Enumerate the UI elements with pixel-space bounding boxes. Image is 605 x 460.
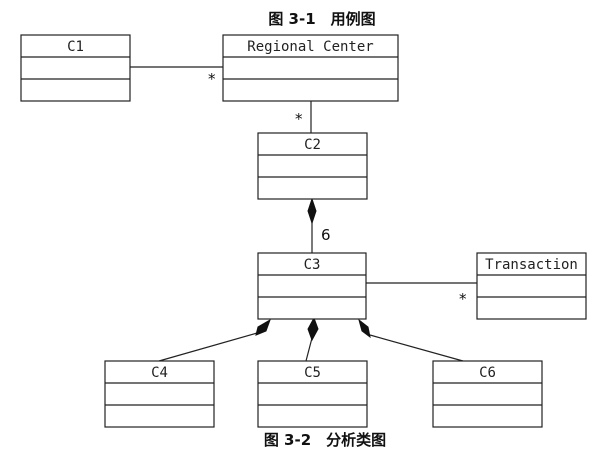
class-c3: C3: [257, 252, 367, 320]
class-c5: C5: [257, 360, 368, 428]
composition-diamond-c3-right: [358, 318, 371, 339]
class-c5-name: C5: [304, 365, 321, 381]
class-c6: C6: [432, 360, 543, 428]
class-transaction-name: Transaction: [485, 257, 578, 273]
class-c2-name: C2: [304, 137, 321, 153]
composition-c3-c4-line: [158, 332, 258, 362]
figure-caption-bottom: 图 3-2 分析类图: [264, 431, 386, 449]
multiplicity-c1-regional-center: *: [208, 70, 216, 88]
class-c1: C1: [20, 34, 131, 102]
multiplicity-c3-transaction: *: [459, 290, 467, 308]
figure-caption-top: 图 3-1 用例图: [268, 10, 375, 28]
class-transaction: Transaction: [476, 252, 587, 320]
class-c1-name: C1: [67, 39, 84, 55]
class-c6-name: C6: [479, 365, 496, 381]
class-c4: C4: [104, 360, 215, 428]
composition-diamond-c2: [307, 197, 317, 225]
multiplicity-regional-center-c2: *: [295, 110, 303, 128]
composition-diamond-c3-left: [255, 318, 271, 336]
class-regional-center-name: Regional Center: [247, 39, 373, 55]
class-c4-name: C4: [151, 365, 168, 381]
composition-c3-c5-line: [305, 337, 313, 362]
composition-c3-c6-line: [369, 334, 464, 362]
class-c3-name: C3: [304, 257, 321, 273]
multiplicity-c2-c3: 6: [321, 226, 331, 244]
composition-diamond-c3-middle: [307, 316, 319, 342]
class-regional-center: Regional Center: [222, 34, 399, 102]
class-c2: C2: [257, 132, 368, 200]
